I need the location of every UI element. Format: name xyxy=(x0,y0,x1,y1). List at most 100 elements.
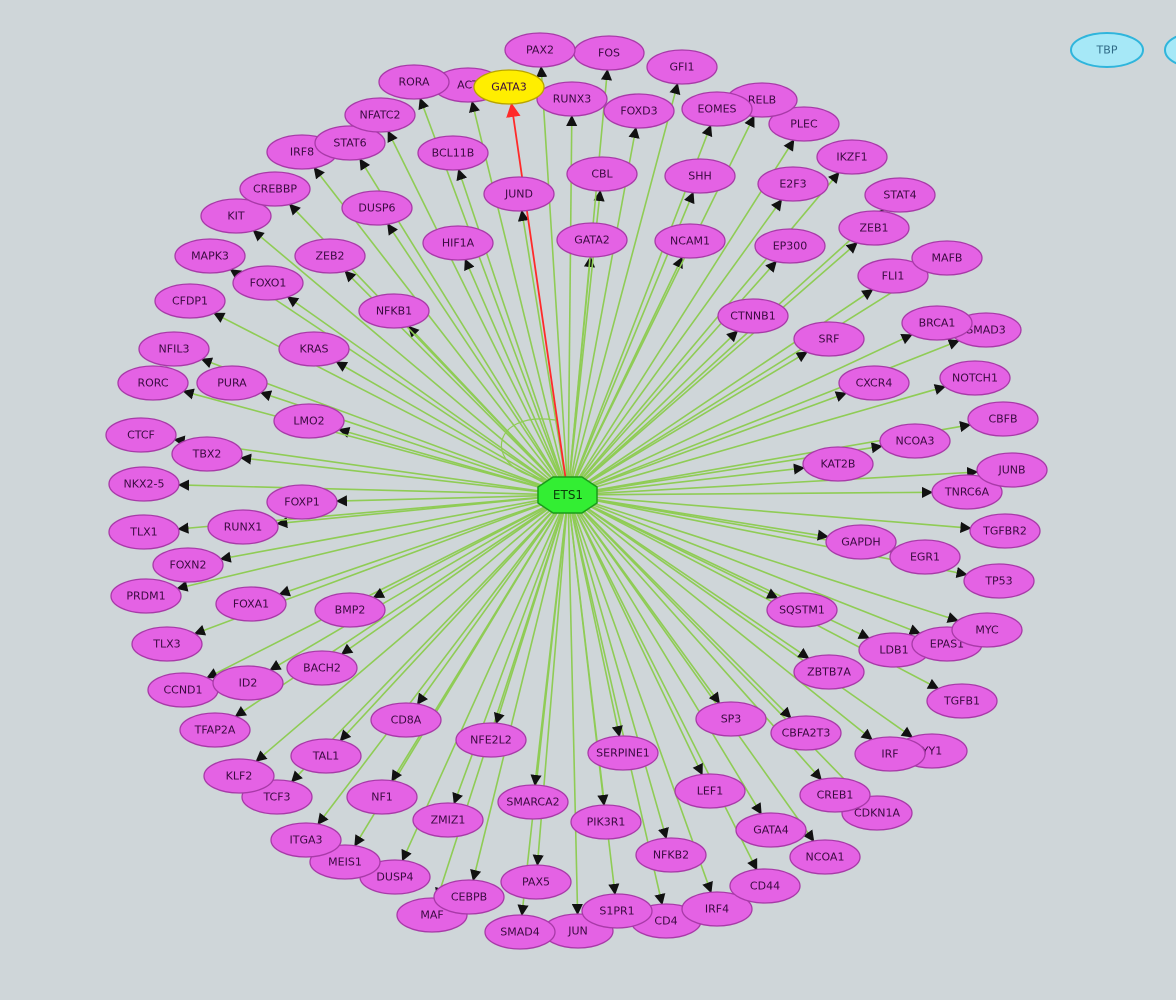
node-mapk3[interactable]: MAPK3 xyxy=(174,238,246,274)
node-serpine1[interactable]: SERPINE1 xyxy=(587,735,659,771)
node-gfi1[interactable]: GFI1 xyxy=(646,49,718,85)
node-dusp6[interactable]: DUSP6 xyxy=(341,190,413,226)
node-s1pr1[interactable]: S1PR1 xyxy=(581,893,653,929)
node-nf1[interactable]: NF1 xyxy=(346,779,418,815)
node-irf[interactable]: IRF xyxy=(854,736,926,772)
node-kat2b[interactable]: KAT2B xyxy=(802,446,874,482)
node-foxo1[interactable]: FOXO1 xyxy=(232,265,304,301)
node-cd44[interactable]: CD44 xyxy=(729,868,801,904)
node-nfatc2[interactable]: NFATC2 xyxy=(344,97,416,133)
node-junb[interactable]: JUNB xyxy=(976,452,1048,488)
node-sqstm1[interactable]: SQSTM1 xyxy=(766,592,838,628)
node-itga3[interactable]: ITGA3 xyxy=(270,822,342,858)
node-tlx3[interactable]: TLX3 xyxy=(131,626,203,662)
node-ncoa3[interactable]: NCOA3 xyxy=(879,423,951,459)
node-tgfb1[interactable]: TGFB1 xyxy=(926,683,998,719)
node-cbl[interactable]: CBL xyxy=(566,156,638,192)
node-tp53[interactable]: TP53 xyxy=(963,563,1035,599)
node-pik3r1[interactable]: PIK3R1 xyxy=(570,804,642,840)
node-pura[interactable]: PURA xyxy=(196,365,268,401)
node-tlx1[interactable]: TLX1 xyxy=(108,514,180,550)
node-cxcr4[interactable]: CXCR4 xyxy=(838,365,910,401)
node-nfil3[interactable]: NFIL3 xyxy=(138,331,210,367)
node-kras[interactable]: KRAS xyxy=(278,331,350,367)
external-node-tbp[interactable]: TBP xyxy=(1070,32,1144,68)
node-zeb1[interactable]: ZEB1 xyxy=(838,210,910,246)
node-pax2[interactable]: PAX2 xyxy=(504,32,576,68)
node-srf[interactable]: SRF xyxy=(793,321,865,357)
node-eomes[interactable]: EOMES xyxy=(681,91,753,127)
node-shh[interactable]: SHH xyxy=(664,158,736,194)
node-notch1[interactable]: NOTCH1 xyxy=(939,360,1011,396)
node-myc[interactable]: MYC xyxy=(951,612,1023,648)
node-bcl11b[interactable]: BCL11B xyxy=(417,135,489,171)
node-stat4[interactable]: STAT4 xyxy=(864,177,936,213)
node-crebbp[interactable]: CREBBP xyxy=(239,171,311,207)
node-cbfb[interactable]: CBFB xyxy=(967,401,1039,437)
node-gata2[interactable]: GATA2 xyxy=(556,222,628,258)
node-foxp1[interactable]: FOXP1 xyxy=(266,484,338,520)
node-gata3[interactable]: GATA3 xyxy=(473,69,545,105)
node-foxn2[interactable]: FOXN2 xyxy=(152,547,224,583)
node-cfdp1[interactable]: CFDP1 xyxy=(154,283,226,319)
node-e2f3[interactable]: E2F3 xyxy=(757,166,829,202)
node-cd8a[interactable]: CD8A xyxy=(370,702,442,738)
node-ncoa1[interactable]: NCOA1 xyxy=(789,839,861,875)
node-id2[interactable]: ID2 xyxy=(212,665,284,701)
node-zeb2[interactable]: ZEB2 xyxy=(294,238,366,274)
node-zbtb7a[interactable]: ZBTB7A xyxy=(793,654,865,690)
node-nfkb2[interactable]: NFKB2 xyxy=(635,837,707,873)
node-fli1[interactable]: FLI1 xyxy=(857,258,929,294)
node-creb1[interactable]: CREB1 xyxy=(799,777,871,813)
node-zmiz1[interactable]: ZMIZ1 xyxy=(412,802,484,838)
node-cebpb[interactable]: CEBPB xyxy=(433,879,505,915)
node-nkx2-5[interactable]: NKX2-5 xyxy=(108,466,180,502)
node-smarca2[interactable]: SMARCA2 xyxy=(497,784,569,820)
node-lmo2[interactable]: LMO2 xyxy=(273,403,345,439)
node-fos[interactable]: FOS xyxy=(573,35,645,71)
node-gata4[interactable]: GATA4 xyxy=(735,812,807,848)
node-ctcf[interactable]: CTCF xyxy=(105,417,177,453)
node-prdm1[interactable]: PRDM1 xyxy=(110,578,182,614)
node-egr1[interactable]: EGR1 xyxy=(889,539,961,575)
node-ccnd1[interactable]: CCND1 xyxy=(147,672,219,708)
node-tnrc6a[interactable]: TNRC6A xyxy=(931,474,1003,510)
node-ncam1[interactable]: NCAM1 xyxy=(654,223,726,259)
hub-node-ets1[interactable]: ETS1 xyxy=(537,476,598,514)
node-tal1[interactable]: TAL1 xyxy=(290,738,362,774)
node-sp3[interactable]: SP3 xyxy=(695,701,767,737)
external-node-partial[interactable] xyxy=(1164,33,1176,67)
node-bach2[interactable]: BACH2 xyxy=(286,650,358,686)
node-klf2[interactable]: KLF2 xyxy=(203,758,275,794)
node-tbx2[interactable]: TBX2 xyxy=(171,436,243,472)
node-pax5[interactable]: PAX5 xyxy=(500,864,572,900)
node-ldb1[interactable]: LDB1 xyxy=(858,632,930,668)
node-stat6[interactable]: STAT6 xyxy=(314,125,386,161)
node-tfap2a[interactable]: TFAP2A xyxy=(179,712,251,748)
node-nfe2l2[interactable]: NFE2L2 xyxy=(455,722,527,758)
node-ep300[interactable]: EP300 xyxy=(754,228,826,264)
node-brca1[interactable]: BRCA1 xyxy=(901,305,973,341)
node-hif1a[interactable]: HIF1A xyxy=(422,225,494,261)
node-irf4[interactable]: IRF4 xyxy=(681,891,753,927)
node-cdkn1a[interactable]: CDKN1A xyxy=(841,795,913,831)
node-nfkb1[interactable]: NFKB1 xyxy=(358,293,430,329)
node-plec[interactable]: PLEC xyxy=(768,106,840,142)
node-tgfbr2[interactable]: TGFBR2 xyxy=(969,513,1041,549)
node-runx1[interactable]: RUNX1 xyxy=(207,509,279,545)
node-kit[interactable]: KIT xyxy=(200,198,272,234)
node-ctnnb1[interactable]: CTNNB1 xyxy=(717,298,789,334)
node-rorc[interactable]: RORC xyxy=(117,365,189,401)
node-mafb[interactable]: MAFB xyxy=(911,240,983,276)
node-foxa1[interactable]: FOXA1 xyxy=(215,586,287,622)
node-bmp2[interactable]: BMP2 xyxy=(314,592,386,628)
node-foxd3[interactable]: FOXD3 xyxy=(603,93,675,129)
node-smad4[interactable]: SMAD4 xyxy=(484,914,556,950)
node-jund[interactable]: JUND xyxy=(483,176,555,212)
node-cbfa2t3[interactable]: CBFA2T3 xyxy=(770,715,842,751)
node-gapdh[interactable]: GAPDH xyxy=(825,524,897,560)
node-runx3[interactable]: RUNX3 xyxy=(536,81,608,117)
node-rora[interactable]: RORA xyxy=(378,64,450,100)
node-ikzf1[interactable]: IKZF1 xyxy=(816,139,888,175)
